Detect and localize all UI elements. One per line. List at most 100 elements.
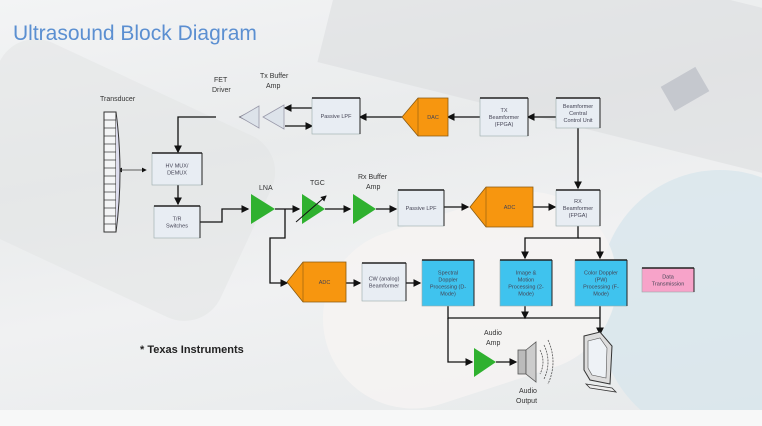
tgc-amp (302, 194, 325, 224)
display-monitor-icon (583, 331, 618, 393)
block-label: CW (analog) (369, 277, 400, 283)
block-label: Transmission (652, 282, 685, 288)
tx-buffer-amp (262, 104, 285, 130)
tgc-variable-gain-arrow (295, 195, 327, 223)
wire (447, 306, 600, 319)
block-label: Switches (166, 224, 188, 230)
background-shape (0, 410, 762, 426)
block-color-doppler: Color Doppler(PW)Processing (F-Mode) (574, 259, 628, 307)
lna-label: LNA (259, 185, 273, 192)
block-label: Motion (518, 278, 535, 284)
block-label: Passive LPF (321, 114, 353, 120)
transducer-label: Transducer (100, 96, 136, 103)
rx-buffer-label: Rx Buffer (358, 174, 388, 181)
block-label: Passive LPF (406, 206, 438, 212)
block-shape (311, 97, 361, 135)
rx-buffer-label: Amp (366, 184, 381, 191)
audio-output-label: Output (516, 398, 537, 405)
block-label: Beamformer (563, 104, 593, 110)
wire (447, 318, 474, 366)
audio-output-label: Audio (519, 388, 537, 395)
slide-title: Ultrasound Block Diagram (13, 22, 257, 45)
block-hv-mux: HV MUX/DEMUX (151, 152, 203, 186)
audio-amp-label: Audio (484, 330, 502, 337)
block-label: Mode) (593, 292, 609, 298)
block-shape (555, 189, 601, 227)
converter-shape (286, 261, 347, 303)
block-label: Spectral (438, 271, 458, 277)
audio-amp (474, 348, 496, 377)
block-label: Mode) (518, 292, 534, 298)
tx-buffer-label: Amp (266, 83, 281, 90)
block-label: (FPGA) (495, 122, 514, 128)
block-shape (479, 97, 529, 137)
block-shape (499, 259, 553, 307)
block-label: HV MUX/ (166, 164, 189, 170)
wire (521, 226, 579, 260)
block-adc-cw: ADC (286, 261, 347, 303)
block-label: Processing (F- (583, 285, 619, 291)
block-label: ADC (319, 280, 331, 286)
block-label: T/R (173, 217, 182, 223)
block-label: DEMUX (167, 171, 187, 177)
wire (200, 205, 250, 223)
block-adc-main: ADC (469, 186, 534, 228)
fet-driver-label: FET (214, 77, 228, 84)
block-passive-lpf-tx: Passive LPF (311, 97, 361, 135)
block-cw-beamformer: CW (analog)Beamformer (361, 262, 407, 302)
block-shape (397, 189, 445, 227)
block-label: Color Doppler (584, 271, 618, 277)
converter-shape (469, 186, 534, 228)
block-dac: DAC (401, 97, 449, 137)
block-shape (641, 267, 695, 293)
speaker-icon (517, 339, 554, 385)
block-shape (361, 262, 407, 302)
block-label: Control Unit (563, 118, 593, 124)
block-label: TX (500, 108, 507, 114)
tx-buffer-label: Tx Buffer (260, 73, 289, 80)
block-label: (PW) (595, 278, 608, 284)
block-shape (574, 259, 628, 307)
converter-shape (401, 97, 449, 137)
fet-driver-amp (239, 105, 260, 129)
fet-driver-label: Driver (212, 87, 231, 94)
block-label: Data (662, 275, 675, 281)
credit-note: * Texas Instruments (140, 344, 244, 356)
block-label: DAC (427, 115, 439, 121)
block-label: RX (574, 199, 582, 205)
block-shape (153, 205, 201, 239)
block-passive-lpf-rx: Passive LPF (397, 189, 445, 227)
block-label: Beamformer (563, 206, 593, 212)
wire (578, 237, 604, 260)
block-shape (555, 97, 601, 129)
block-shape (421, 259, 475, 307)
block-label: Central (569, 111, 587, 117)
audio-amp-label: Amp (486, 340, 501, 347)
transducer-element-array (103, 111, 121, 233)
block-label: ADC (504, 205, 516, 211)
block-label: Beamformer (369, 284, 399, 290)
rx-buffer-amp (353, 194, 376, 224)
block-label: Processing (2- (508, 285, 544, 291)
tgc-label: TGC (310, 180, 325, 187)
lna-amp (251, 194, 275, 224)
block-label: Beamformer (489, 115, 519, 121)
block-label: Image & (516, 271, 537, 277)
block-label: (FPGA) (569, 213, 588, 219)
wire (174, 116, 216, 154)
block-label: Mode) (440, 292, 456, 298)
block-label: Doppler (438, 278, 457, 284)
wire (269, 209, 289, 287)
block-label: Processing (D- (430, 285, 467, 291)
connection-wires (174, 104, 604, 366)
